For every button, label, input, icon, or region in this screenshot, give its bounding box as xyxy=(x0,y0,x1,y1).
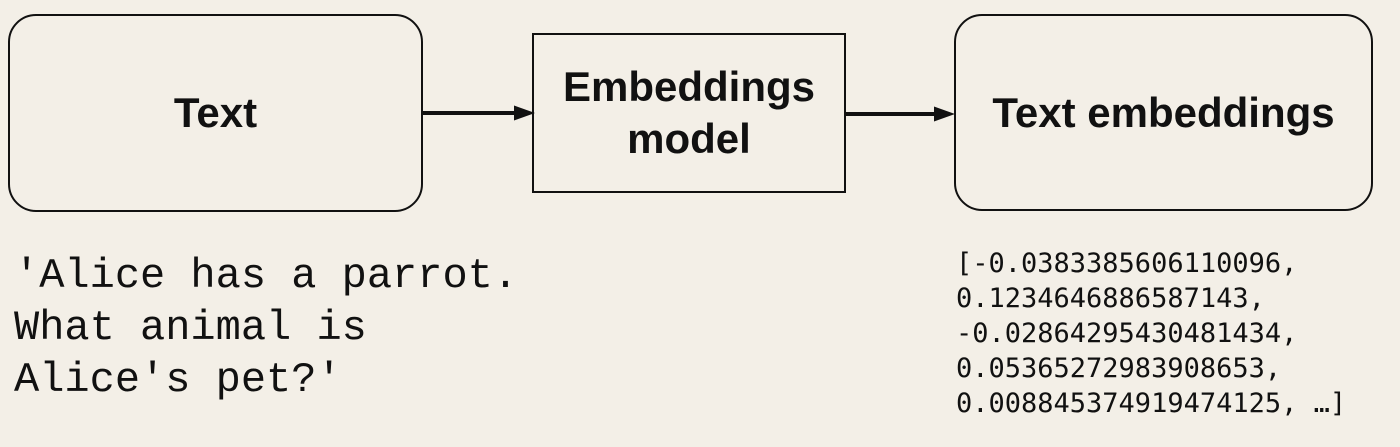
node-text-label: Text xyxy=(173,89,258,136)
embeddings-vector-sample: [-0.0383385606110096, 0.1234646886587143… xyxy=(956,248,1347,419)
node-embeddings-model-label: Embeddings model xyxy=(562,63,816,162)
node-embeddings-model: Embeddings model xyxy=(532,33,846,193)
input-text-sample: 'Alice has a parrot. What animal is Alic… xyxy=(14,252,519,404)
node-text: Text xyxy=(8,14,423,212)
node-text-embeddings-label: Text embeddings xyxy=(992,88,1335,136)
arrow-right-icon xyxy=(846,106,955,122)
node-text-embeddings: Text embeddings xyxy=(954,14,1373,211)
arrow-right-icon xyxy=(422,105,535,121)
